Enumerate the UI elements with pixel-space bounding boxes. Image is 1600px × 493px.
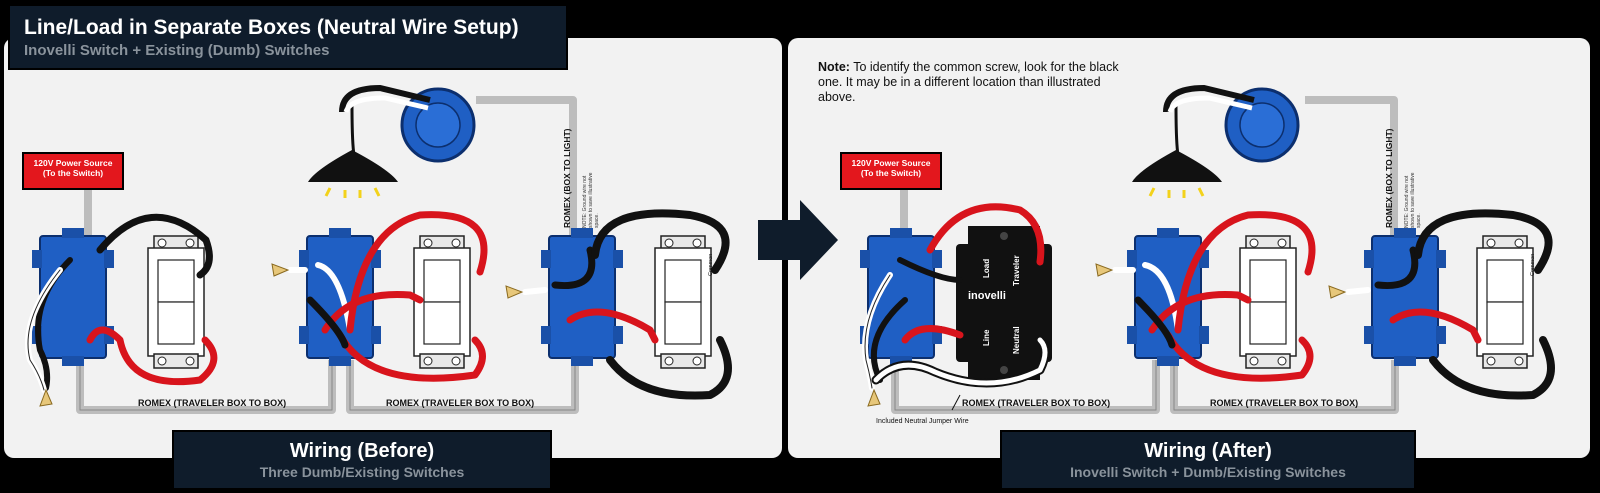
caption-after-title: Wiring (After) [1144,440,1272,462]
note-label: Note: [818,60,850,74]
main-subtitle: Inovelli Switch + Existing (Dumb) Switch… [24,42,330,59]
romex-box-to-light-label-before: ROMEX (BOX TO LIGHT) [562,128,572,228]
power-source-line2: (To the Switch) [42,168,104,178]
inovelli-line-label: Line [982,329,991,346]
romex-label-before-2: ROMEX (TRAVELER BOX TO BOX) [386,398,535,408]
caption-before-title: Wiring (Before) [289,440,435,462]
title-box: Line/Load in Separate Boxes (Neutral Wir… [8,4,568,70]
inovelli-load-label: Load [982,258,991,278]
inovelli-neutral-label: Neutral [1012,326,1021,354]
neutral-jumper-label: Included Neutral Jumper Wire [876,418,969,425]
romex-box-to-light-label-after: ROMEX (BOX TO LIGHT) [1384,128,1394,228]
caption-before-subtitle: Three Dumb/Existing Switches [259,464,465,480]
inovelli-brand: inovelli [968,290,1006,302]
note-text: Note: To identify the common screw, look… [818,60,1128,105]
caption-after-subtitle: Inovelli Switch + Dumb/Existing Switches [1070,464,1346,480]
ground-note-before: NOTE: Ground wire not shown to save illu… [582,172,600,228]
caption-before: Wiring (Before) Three Dumb/Existing Swit… [172,430,552,490]
inovelli-traveler-label: Traveler [1012,255,1021,286]
romex-label-after-2: ROMEX (TRAVELER BOX TO BOX) [1210,398,1359,408]
power-source-line2: (To the Switch) [860,168,922,178]
power-source-line1: 120V Power Source [33,158,113,168]
romex-label-after-1: ROMEX (TRAVELER BOX TO BOX) [962,398,1111,408]
note-body: To identify the common screw, look for t… [818,60,1119,104]
common-label-before: Common [708,253,714,276]
common-label-after: Common [1530,253,1536,276]
power-source-label-before: 120V Power Source (To the Switch) [22,152,124,190]
power-source-label-after: 120V Power Source (To the Switch) [840,152,942,190]
caption-after: Wiring (After) Inovelli Switch + Dumb/Ex… [1000,430,1416,490]
ground-note-after: NOTE: Ground wire not shown to save illu… [1404,172,1422,228]
inovelli-switch [956,226,1052,380]
power-source-line1: 120V Power Source [851,158,931,168]
main-title: Line/Load in Separate Boxes (Neutral Wir… [24,16,519,39]
romex-label-before-1: ROMEX (TRAVELER BOX TO BOX) [138,398,287,408]
